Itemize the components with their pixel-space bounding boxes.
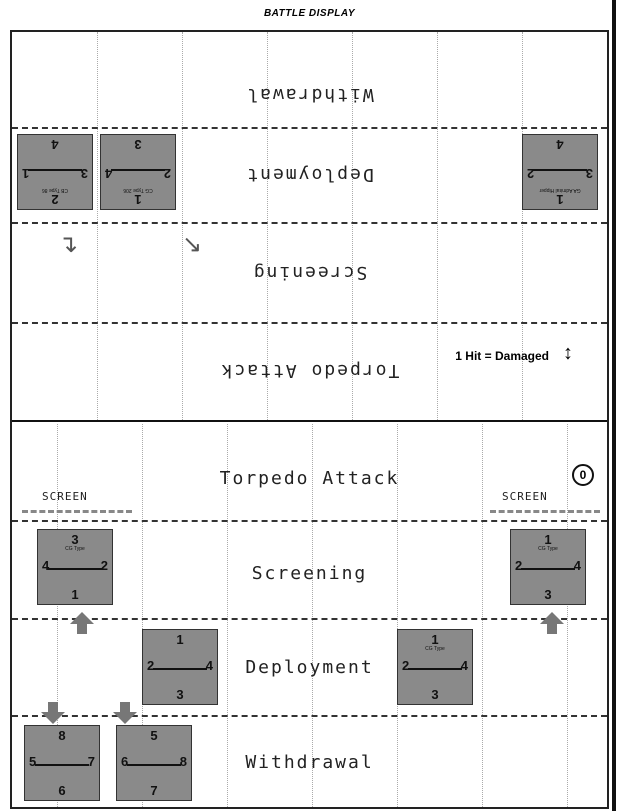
counter-value: 1 [101,192,175,207]
down-arrow-icon [41,712,65,724]
ship-silhouette [521,568,575,570]
screen-label-right: SCREEN [502,490,548,503]
up-arrow-icon [540,612,564,624]
ship-silhouette [408,668,462,670]
counter-value: 5 [117,728,191,743]
zone-label-torpedo-attack: Torpedo Attack [132,468,487,489]
ship-counter[interactable]: 1 4 3 2 [142,629,218,705]
zone-label-top-withdrawal: Withdrawal [132,84,487,105]
zone-divider [12,618,607,620]
grid-line [97,32,98,422]
counter-value: 4 [574,558,581,573]
ship-counter[interactable]: 3 2 1 4 CG Type [37,529,113,605]
counter-value: 6 [25,783,99,798]
screen-label-left: SCREEN [42,490,88,503]
battle-display-title: BATTLE DISPLAY [0,8,619,19]
counter-value: 4 [523,137,597,152]
ship-silhouette [48,568,102,570]
ship-counter[interactable]: 1 4 3 2 CG Type [510,529,586,605]
counter-value: 1 [523,192,597,207]
counter-caption: CG Type [38,546,112,552]
counter-value: 3 [38,532,112,547]
zone-label-top-deployment: Deployment [132,164,487,185]
counter-value: 1 [398,632,472,647]
ship-counter[interactable]: 1 4 2 3 CG Type 206 [100,134,176,210]
ship-silhouette [127,764,181,766]
ship-silhouette [153,668,207,670]
ship-silhouette [28,169,82,171]
zone-label-top-screening: Screening [132,262,487,283]
ship-counter[interactable]: 1 4 3 2 CG Type [397,629,473,705]
counter-value: 3 [143,687,217,702]
ship-silhouette [533,169,587,171]
counter-value: 4 [42,558,49,573]
counter-value: 8 [25,728,99,743]
screen-line-left [22,510,132,513]
right-border [612,0,616,811]
curved-arrow-icon: ↴ [58,230,78,259]
counter-value: 2 [515,558,522,573]
counter-value: 7 [117,783,191,798]
grid-line [522,32,523,422]
counter-value: 4 [206,658,213,673]
counter-value: 2 [147,658,154,673]
zone-divider [12,520,607,522]
zero-marker[interactable]: 0 [572,464,594,486]
ship-silhouette [35,764,89,766]
hit-note: 1 Hit = Damaged [455,349,549,363]
half-divider [12,420,607,422]
zone-divider [12,222,607,224]
grid-line [567,424,568,807]
counter-value: 3 [511,587,585,602]
counter-value: 6 [121,754,128,769]
zone-label-top-torpedo-attack: Torpedo Attack [132,360,487,381]
counter-value: 4 [461,658,468,673]
up-arrow-icon [70,612,94,624]
up-arrow-stem [77,624,87,634]
zone-divider [12,715,607,717]
counter-value: 2 [402,658,409,673]
up-arrow-stem [547,624,557,634]
down-arrow-stem [120,702,130,712]
zone-divider [12,322,607,324]
ship-silhouette [111,169,165,171]
counter-value: 4 [18,137,92,152]
zone-label-screening: Screening [132,563,487,584]
counter-caption: CB Type 86 [18,187,92,193]
counter-caption: GA Admiral Hipper [523,187,597,193]
ship-counter[interactable]: 2 1 3 4 CB Type 86 [17,134,93,210]
counter-value: 2 [18,192,92,207]
counter-value: 2 [101,558,108,573]
down-arrow-stem [48,702,58,712]
ship-counter[interactable]: 8 7 6 5 [24,725,100,801]
counter-value: 1 [511,532,585,547]
zone-divider [12,127,607,129]
counter-value: 1 [143,632,217,647]
counter-caption: CG Type 206 [101,187,175,193]
ship-counter[interactable]: 5 8 7 6 [116,725,192,801]
curved-arrow-icon: ↘ [182,230,202,259]
counter-caption: CG Type [511,546,585,552]
counter-caption: CG Type [398,646,472,652]
counter-value: 7 [88,754,95,769]
counter-value: 5 [29,754,36,769]
ship-counter[interactable]: 1 2 3 4 GA Admiral Hipper [522,134,598,210]
counter-value: 3 [398,687,472,702]
counter-value: 1 [38,587,112,602]
down-arrow-icon [113,712,137,724]
counter-value: 8 [180,754,187,769]
counter-value: 3 [101,137,175,152]
double-arrow-icon: ↕ [563,342,573,365]
battle-board: Withdrawal Deployment Screening Torpedo … [10,30,609,809]
screen-line-right [490,510,600,513]
